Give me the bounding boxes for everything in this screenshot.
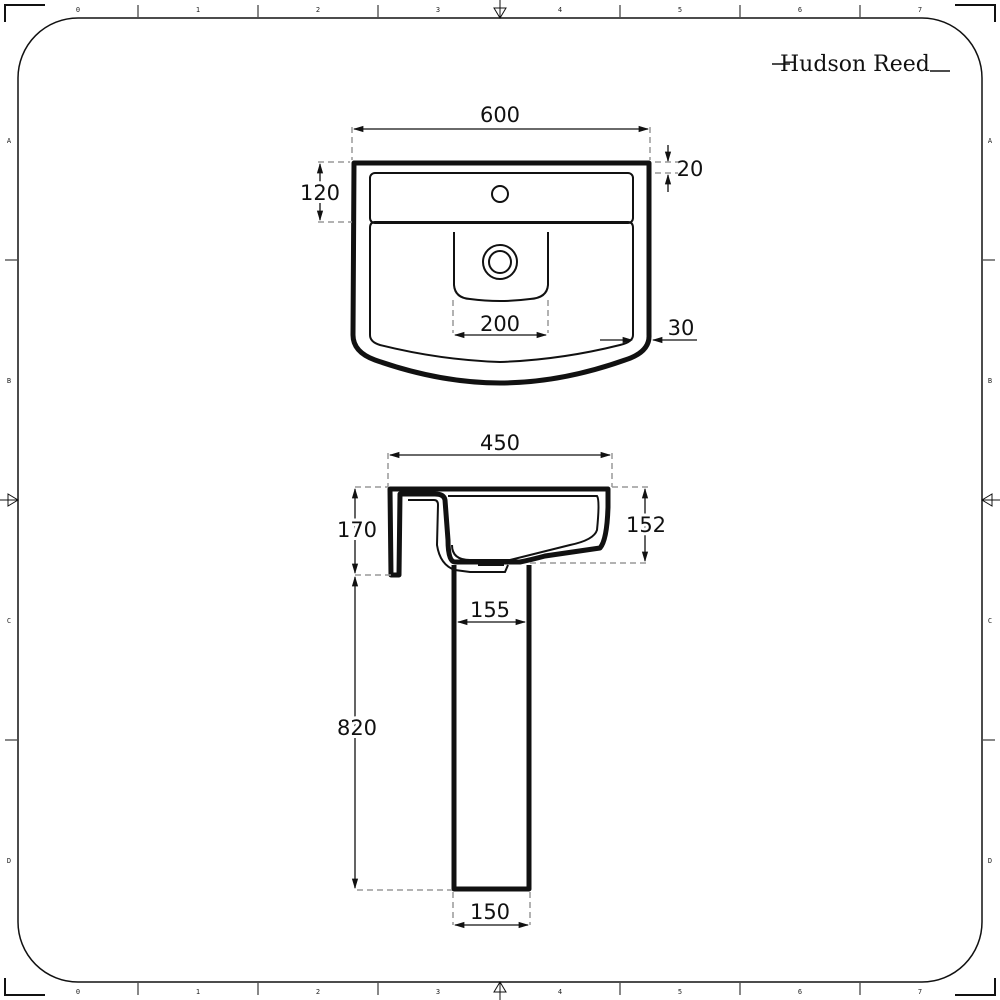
column-label: 3 [436, 988, 440, 996]
basin-side-view [387, 486, 611, 892]
column-label: 1 [196, 988, 200, 996]
column-label: 3 [436, 6, 440, 14]
row-label: D [988, 857, 992, 865]
dim-overall-height: 170 [337, 518, 377, 542]
column-label: 2 [316, 6, 320, 14]
column-label: 0 [76, 6, 80, 14]
row-label: C [988, 617, 992, 625]
row-label: A [988, 137, 993, 145]
dim-bowl-width: 200 [480, 312, 520, 336]
dim-pedestal-top-width: 155 [470, 598, 510, 622]
row-label: B [988, 377, 992, 385]
dim-depth: 450 [480, 431, 520, 455]
row-label: B [7, 377, 11, 385]
dim-pedestal-base-width: 150 [470, 900, 510, 924]
column-label: 4 [558, 6, 562, 14]
column-label: 4 [558, 988, 562, 996]
row-label: D [7, 857, 11, 865]
top-view-dimensions: 600 120 20 30 200 [297, 103, 704, 344]
column-label: 6 [798, 988, 802, 996]
waste-outlet [482, 244, 518, 280]
dim-front-thickness: 30 [668, 316, 695, 340]
row-label: C [7, 617, 11, 625]
dim-width: 600 [480, 103, 520, 127]
basin-top-view [350, 160, 652, 386]
logo-text: Hudson Reed [780, 52, 930, 77]
dim-shelf-depth: 120 [300, 181, 340, 205]
brand-logo: Hudson Reed [772, 52, 950, 77]
dim-rim-thickness: 20 [677, 157, 704, 181]
column-label: 1 [196, 6, 200, 14]
column-label: 5 [678, 988, 682, 996]
column-label: 5 [678, 6, 682, 14]
dim-pedestal-height: 820 [337, 716, 377, 740]
side-view-dimensions: 450 170 152 155 820 150 [334, 431, 669, 929]
dim-bowl-height: 152 [626, 513, 666, 537]
column-label: 2 [316, 988, 320, 996]
row-label: A [7, 137, 12, 145]
column-label: 6 [798, 6, 802, 14]
column-label: 7 [918, 6, 922, 14]
column-label: 7 [918, 988, 922, 996]
tap-hole [491, 185, 509, 203]
column-label: 0 [76, 988, 80, 996]
